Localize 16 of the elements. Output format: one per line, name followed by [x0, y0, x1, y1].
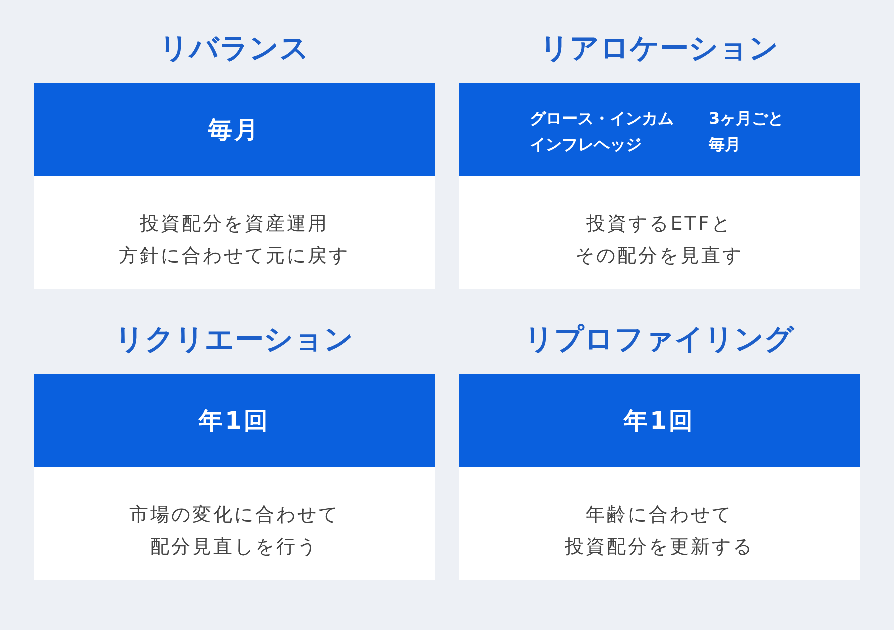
frequency-band: 毎月	[34, 83, 435, 176]
card-title: リクリエーション	[115, 321, 354, 358]
card-title: リバランス	[160, 30, 310, 67]
description-text: 投資配分を資産運用方針に合わせて元に戻す	[119, 212, 350, 269]
description-text: 投資するETFとその配分を見直す	[576, 212, 744, 269]
fund-label: グロース・インカム	[530, 108, 674, 130]
frequency-band	[459, 83, 860, 176]
card-title: リプロファイリング	[524, 321, 794, 358]
fund-label: インフレヘッジ	[530, 134, 642, 156]
frequency-band: 年1回	[459, 374, 860, 467]
card-title: リアロケーション	[540, 30, 779, 67]
frequency-label: 3ヶ月ごと	[709, 108, 784, 130]
description-text: 年齢に合わせて投資配分を更新する	[565, 503, 754, 560]
frequency-label: 毎月	[709, 134, 741, 156]
description-text: 市場の変化に合わせて配分見直しを行う	[130, 503, 340, 560]
frequency-band: 年1回	[34, 374, 435, 467]
